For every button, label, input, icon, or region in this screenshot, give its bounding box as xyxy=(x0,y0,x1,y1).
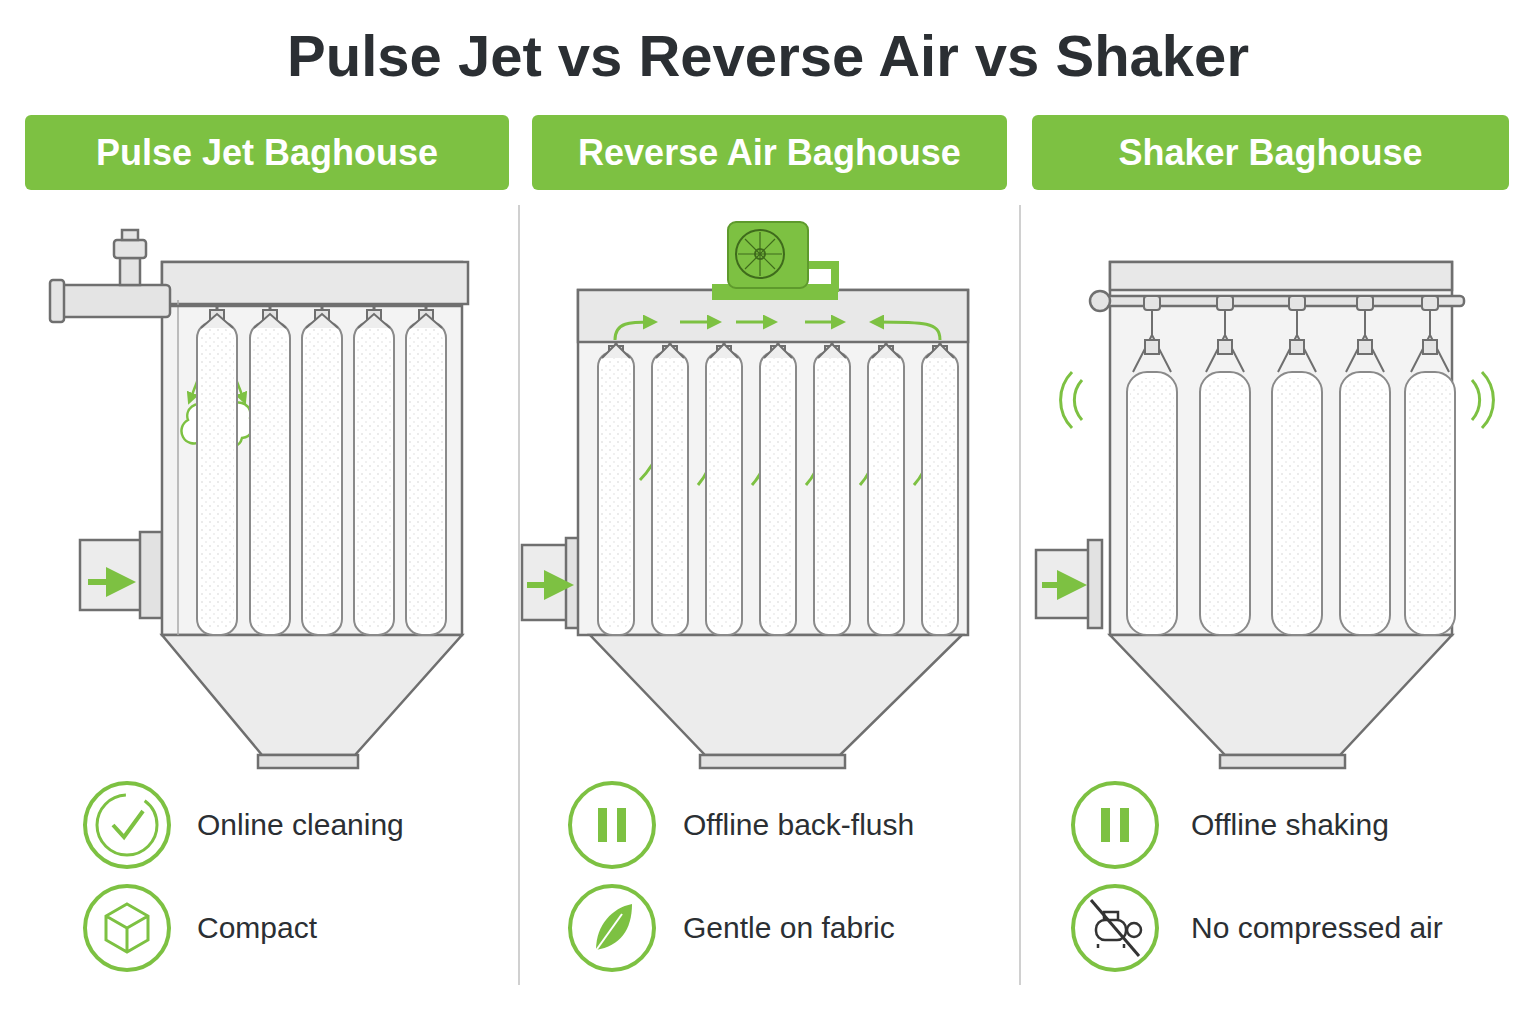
filter-bag xyxy=(868,342,904,635)
pulse-jet-housing xyxy=(80,262,468,768)
divider xyxy=(518,205,520,985)
feature-label: No compressed air xyxy=(1191,911,1443,945)
title-block: Pulse Jet vs Reverse Air vs Shaker xyxy=(0,22,1536,89)
filter-bag xyxy=(302,306,342,635)
feature-label: Offline back-flush xyxy=(683,808,914,842)
shaker-rod xyxy=(1090,291,1464,311)
filter-bag xyxy=(706,342,742,635)
feature-label: Online cleaning xyxy=(197,808,404,842)
filter-bag xyxy=(1200,296,1250,635)
header-band: Pulse Jet Baghouse xyxy=(25,115,509,190)
filter-bag xyxy=(1340,296,1390,635)
header-band: Reverse Air Baghouse xyxy=(532,115,1007,190)
filter-bag xyxy=(354,306,394,635)
filter-bag xyxy=(814,342,850,635)
inlet-arrow xyxy=(1042,582,1075,588)
header-band: Shaker Baghouse xyxy=(1032,115,1509,190)
filter-bag xyxy=(1405,296,1455,635)
filter-bag xyxy=(922,342,958,635)
shaker-housing xyxy=(1036,262,1452,768)
filter-bag xyxy=(760,342,796,635)
filter-bag xyxy=(652,342,688,635)
filter-bags xyxy=(197,296,1455,635)
header-text: Pulse Jet Baghouse xyxy=(96,132,438,174)
inlet-arrow xyxy=(88,579,124,585)
feature-label: Offline shaking xyxy=(1191,808,1389,842)
inlet-arrow xyxy=(527,582,562,588)
header-text: Reverse Air Baghouse xyxy=(578,132,961,174)
header-text: Shaker Baghouse xyxy=(1118,132,1422,174)
filter-bag xyxy=(1272,296,1322,635)
filter-bag xyxy=(1127,296,1177,635)
feature-label: Gentle on fabric xyxy=(683,911,895,945)
compressed-air-header xyxy=(50,230,462,322)
filter-bag xyxy=(197,306,237,635)
divider xyxy=(1019,205,1021,985)
filter-bag xyxy=(598,342,634,635)
diagram-title: Pulse Jet vs Reverse Air vs Shaker xyxy=(287,23,1249,88)
filter-bag xyxy=(250,306,290,635)
reverse-air-housing xyxy=(522,290,968,768)
feature-icons xyxy=(85,783,1157,970)
filter-bag xyxy=(406,306,446,635)
reverse-air-fan xyxy=(712,222,838,300)
feature-label: Compact xyxy=(197,911,317,945)
